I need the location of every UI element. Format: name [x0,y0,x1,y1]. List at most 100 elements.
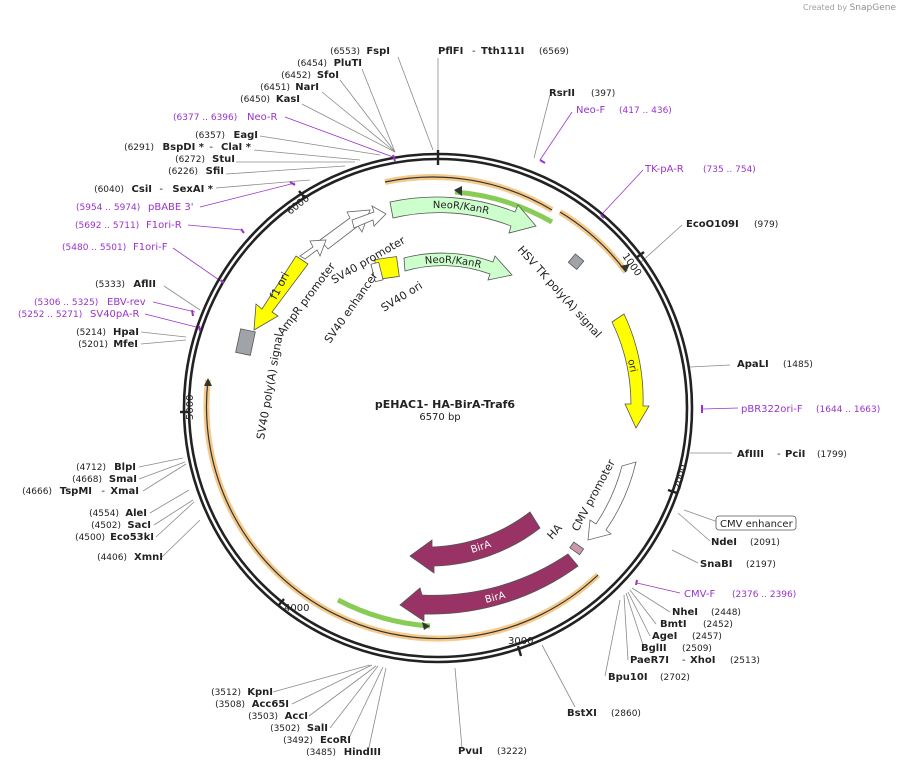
enzyme-bstxi-pos: (2860) [611,709,641,719]
plasmid-size: 6570 bp [419,412,460,423]
enzyme-eco53ki: Eco53kI [110,532,154,543]
primer-pbabe3-range: (5954 .. 5974) [76,203,140,213]
enzyme-sfii-pos: (6226) [168,167,198,177]
enzyme-pluti-pos: (6454) [297,59,327,69]
svg-text:-: - [777,449,781,460]
enzyme-pluti: PluTI [334,58,362,69]
enzyme-afliii: AfIIII [737,449,764,460]
neo-kanr-outer [389,196,537,234]
enzyme-kpni: KpnI [247,687,273,698]
enzyme-csii: CsiI [132,184,152,195]
enzyme-agei: AgeI [652,631,677,642]
primer-neo-r: Neo-R [247,112,278,123]
enzyme-paer7i-pos: (2513) [730,656,760,666]
primer-f1ori-f: F1ori-F [133,242,168,253]
bira-outer-arrow [399,553,579,622]
f1-ori-arrow [253,255,309,331]
enzyme-sali: SalI [307,723,328,734]
enzyme-top-sep: - [472,46,476,57]
primer-pbabe3: pBABE 3' [148,202,194,213]
enzyme-xmni-pos: (4406) [97,553,127,563]
primer-neo-r-range: (6377 .. 6396) [173,113,237,123]
enzyme-bstxi: BstXI [567,708,597,719]
enzyme-aflii: AflII [133,279,156,290]
enzyme-blpi: BlpI [114,462,136,473]
bira-inner-arrow [409,511,541,574]
sv40-polya-box [235,328,256,356]
enzyme-ndei-pos: (2091) [750,538,780,548]
enzyme-snabi: SnaBI [700,559,732,570]
enzyme-top-pos: (6569) [539,47,569,57]
enzyme-ecori: EcoRI [320,735,351,746]
primer-tk-pa-r: TK-pA-R [644,164,684,175]
primer-markers [191,154,703,586]
enzyme-paer7i: PaeR7I [630,655,669,666]
hsv-tk-label: HSV TK poly(A) signal [515,243,604,340]
cmv-enhancer-label: CMV enhancer [720,519,794,530]
enzyme-nari: NarI [295,82,319,93]
enzyme-bspdi: BspDI * [163,142,205,153]
enzyme-ecori-pos: (3492) [283,736,313,746]
tick-label-2000: 2000 [672,463,689,490]
sv40-enhancer-box [370,261,384,283]
enzyme-snabi-pos: (2197) [746,560,776,570]
enzyme-kasi-pos: (6450) [240,95,270,105]
enzyme-sexai: SexAI * [172,184,213,195]
plasmid-name: pEHAC1- HA-BirA-Traf6 [375,398,515,411]
primer-neo-f-range: (417 .. 436) [619,106,672,116]
primer-sv40pa-r-range: (5252 .. 5271) [18,310,82,320]
enzyme-fspi-pos: (6553) [330,47,360,57]
enzyme-rsrii-pos: (397) [591,89,615,99]
tick-label-5000: 5000 [185,395,196,420]
backbone-ticks [180,150,678,657]
enzyme-csii-pos: (6040) [94,185,124,195]
enzyme-agei-pos: (2457) [692,632,722,642]
enzyme-stui: StuI [212,154,235,165]
enzyme-top-name2: Tth111I [481,46,524,57]
sv40-polya-label: SV40 poly(A) signal [254,332,285,440]
enzyme-nhei: NheI [672,607,698,618]
tick-label-3000: 3000 [508,636,533,647]
enzyme-afliii-pos: (1799) [817,450,847,460]
bira2-label: BirA [484,590,507,606]
enzyme-alei: AleI [125,508,147,519]
svg-text:-: - [101,486,105,497]
enzyme-bpu10i-pos: (2702) [660,673,690,683]
enzyme-xmni: XmnI [134,552,163,563]
enzyme-acci-pos: (3503) [248,712,278,722]
neo-kanr-inner [403,252,513,281]
enzyme-bglii: BglII [641,643,667,654]
enzyme-bspdi-pos: (6291) [124,143,154,153]
primer-cmv-f-range: (2376 .. 2396) [732,590,796,600]
enzyme-eagi-pos: (6357) [195,131,225,141]
ori-arrow [611,313,650,429]
primer-f1ori-r: F1ori-R [146,220,182,231]
enzyme-top-name: PflFI [438,46,463,57]
primer-tk-pa-r-range: (735 .. 754) [703,165,756,175]
enzyme-saci: SacI [127,520,151,531]
primer-pbr322ori-f: pBR322ori-F [741,404,803,415]
enzyme-eagi: EagI [234,130,258,141]
ha-label: HA [545,521,566,542]
primer-f1ori-r-range: (5692 .. 5711) [75,221,139,231]
snapgene-credit: Created by SnapGene [803,3,896,13]
enzyme-hpai-pos: (5214) [76,328,106,338]
enzyme-blpi-pos: (4712) [76,463,106,473]
enzyme-xmai: XmaI [110,486,139,497]
enzyme-sali-pos: (3502) [270,724,300,734]
enzyme-xhoi: XhoI [690,655,715,666]
enzyme-mfei-pos: (5201) [78,340,108,350]
ori-label: ori [625,358,638,373]
enzyme-alei-pos: (4554) [89,509,119,519]
enzyme-acc65i: Acc65I [252,699,289,710]
primer-pbr322ori-f-range: (1644 .. 1663) [816,405,880,415]
enzyme-kasi: KasI [276,94,300,105]
enzyme-sfoi: SfoI [317,70,339,81]
svg-text:-: - [682,655,686,666]
enzyme-pcii: PciI [785,449,805,460]
enzyme-saci-pos: (4502) [91,521,121,531]
enzyme-eco0109i: EcoO109I [686,219,739,230]
enzyme-nari-pos: (6451) [260,83,290,93]
enzyme-hindiii: HindIII [344,747,381,758]
